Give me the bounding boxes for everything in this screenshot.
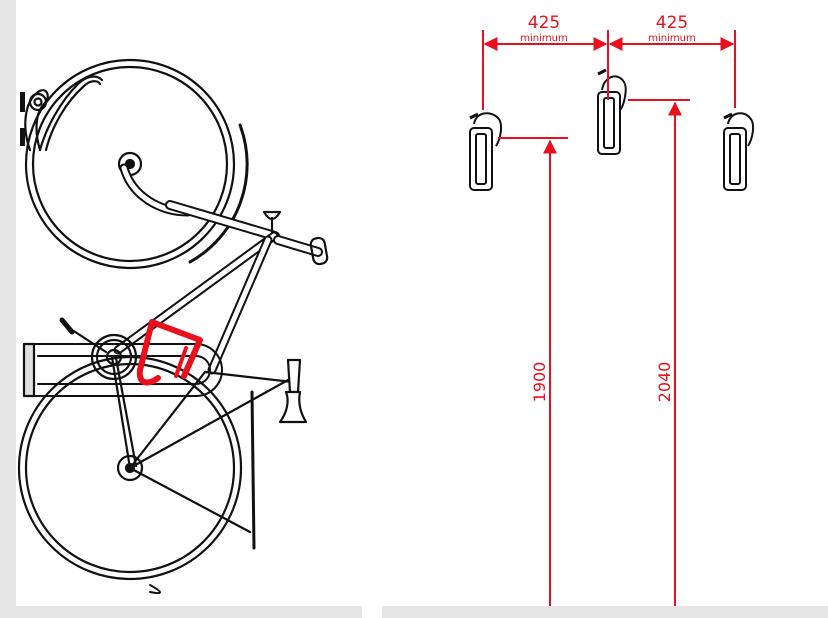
dimension-lines: [482, 30, 736, 606]
spacing-left-value: 425: [528, 13, 560, 33]
spacing-right-value: 425: [656, 13, 688, 33]
floor-rack-loop: [22, 342, 223, 398]
bike-front-left: [469, 112, 503, 191]
height-high-label: 2040: [655, 362, 674, 403]
front-wheel: [24, 58, 249, 270]
bicycle-side-view: [17, 58, 329, 595]
floor-right: [382, 606, 828, 618]
floor-left: [16, 606, 362, 618]
spacing-right-note: minimum: [648, 33, 695, 44]
elevation-panel: 425 minimum 425 minimum 1900 2040: [382, 13, 828, 618]
red-hook: [136, 319, 203, 386]
height-low-label: 1900: [530, 362, 549, 403]
side-view-panel: [0, 0, 362, 618]
bike-front-middle: [597, 68, 627, 155]
wall-hook: [20, 75, 104, 152]
wall: [0, 0, 16, 618]
spacing-left-note: minimum: [520, 33, 567, 44]
bike-front-right: [723, 112, 755, 191]
